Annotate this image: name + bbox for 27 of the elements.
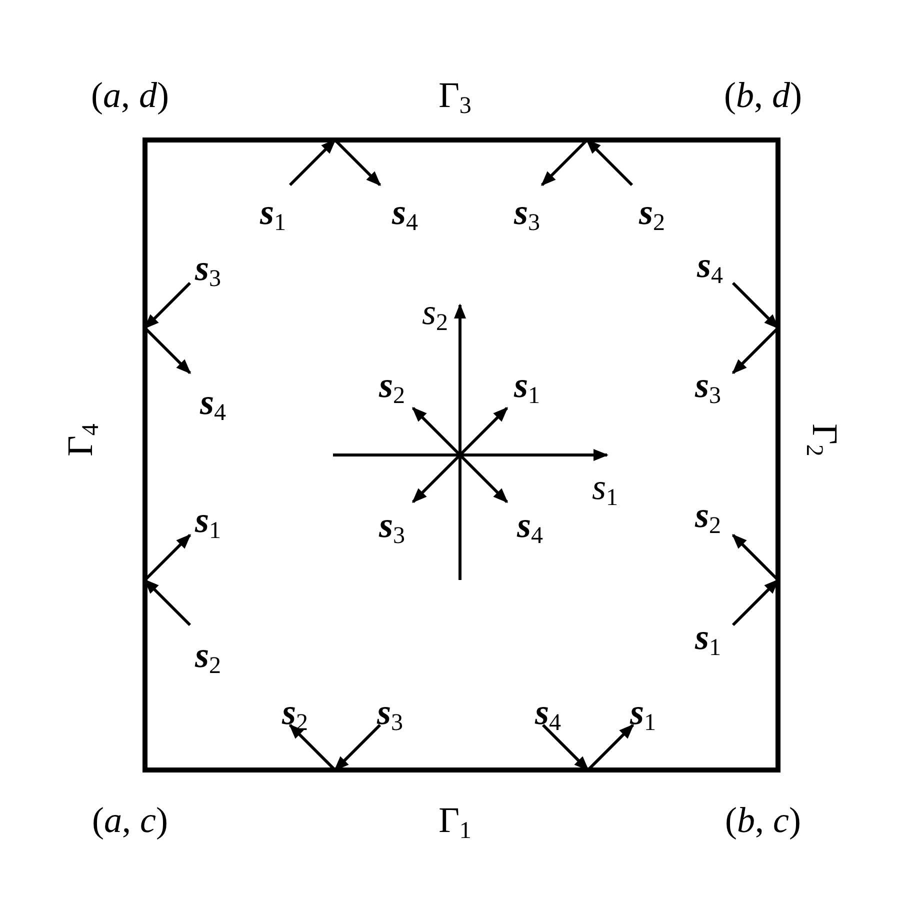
vector-label: s$_{2}$ [639,194,665,230]
vector-label: s$_{2}$ [195,637,221,673]
vector-label: s$_{3}$ [195,250,221,286]
boundary-label: Γ$_{3}$ [438,77,472,113]
vector-label: s$_{4}$ [392,194,418,230]
vector-label: s$_{2}$ [695,497,721,533]
corner-label: (b, c) [725,802,801,838]
vector-label: s$_{3}$ [514,194,540,230]
vector-label: s$_{1}$ [695,619,721,655]
corner-label: (a, c) [92,802,168,838]
vector-label: s$_{1}$ [514,367,540,403]
vector-label: s$_{3}$ [379,507,405,543]
corner-label: (a, d) [91,77,169,113]
vector-label: s$_{1}$ [260,194,286,230]
vector-label: s$_{2}$ [379,367,405,403]
corner-label: (b, d) [724,77,802,113]
vector-label: s$_{4}$ [517,507,543,543]
vector-label: s$_{4}$ [535,694,561,730]
vector-label: s$_{4}$ [200,384,226,420]
axis-label: s$_{1}$ [592,469,618,505]
vector-label: s$_{1}$ [195,502,221,538]
vector-label: s$_{3}$ [377,694,403,730]
vector-label: s$_{4}$ [697,247,723,283]
boundary-label: Γ$_{1}$ [438,802,472,838]
vector-label: s$_{1}$ [630,694,656,730]
axis-label: s$_{2}$ [422,294,448,330]
vector-label: s$_{3}$ [695,367,721,403]
